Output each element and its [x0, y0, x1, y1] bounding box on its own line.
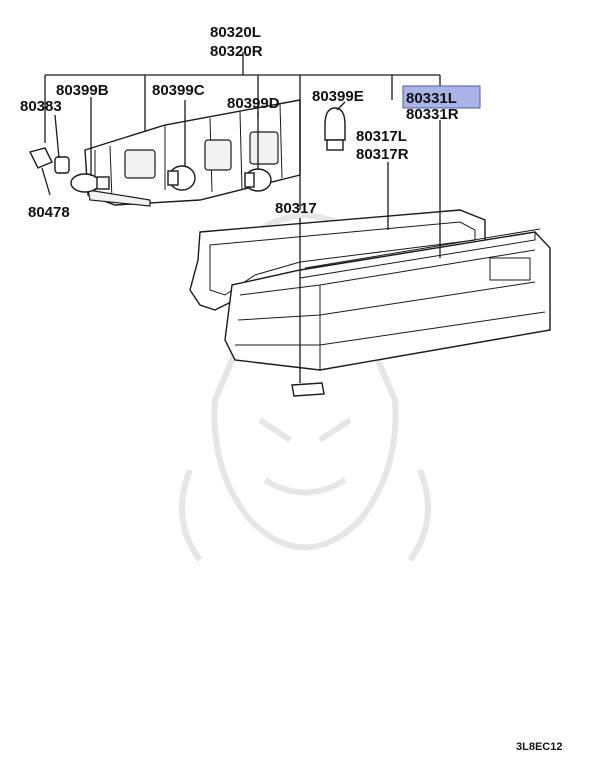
- label-80383[interactable]: 80383: [20, 98, 62, 115]
- label-80317L[interactable]: 80317L: [356, 128, 407, 145]
- label-80399C[interactable]: 80399C: [152, 82, 205, 99]
- selected-part-highlight: [402, 85, 481, 109]
- label-80399D[interactable]: 80399D: [227, 95, 280, 112]
- clip-80317[interactable]: [291, 382, 325, 397]
- bulb-80399D[interactable]: [244, 168, 272, 192]
- label-80399E[interactable]: 80399E: [312, 88, 364, 105]
- lens-80331L[interactable]: [224, 228, 551, 371]
- bulb-80399E[interactable]: [324, 107, 346, 151]
- label-80320R[interactable]: 80320R: [210, 43, 263, 60]
- label-80399B[interactable]: 80399B: [56, 82, 109, 99]
- label-80478[interactable]: 80478: [28, 204, 70, 221]
- plug-80478[interactable]: [28, 147, 53, 169]
- bulb-80399B[interactable]: [70, 173, 110, 193]
- label-80331R[interactable]: 80331R: [406, 106, 459, 123]
- housing-assembly[interactable]: [84, 99, 301, 207]
- label-80317[interactable]: 80317: [275, 200, 317, 217]
- label-80331L[interactable]: 80331L: [406, 90, 457, 107]
- bulb-80399C[interactable]: [167, 165, 196, 191]
- label-80317R[interactable]: 80317R: [356, 146, 409, 163]
- diagram-reference-code: 3L8EC12: [516, 741, 562, 753]
- leader-lines: [41, 52, 441, 383]
- socket-80383[interactable]: [54, 156, 70, 174]
- label-80320L[interactable]: 80320L: [210, 24, 261, 41]
